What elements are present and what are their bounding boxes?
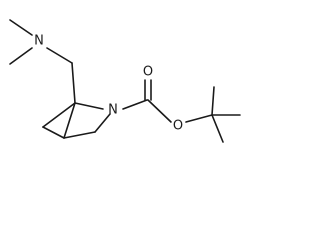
atom-label-carbonyl-o: O xyxy=(143,65,153,80)
bond-bridgehead2-ch2-right xyxy=(63,131,96,139)
atom-label-ester-o: O xyxy=(173,119,183,134)
molecule-structure: N N O O xyxy=(9,19,241,143)
bond-methyl-lower-n xyxy=(9,47,33,65)
bond-ester-o-tbu xyxy=(185,114,213,123)
bond-n-ch2 xyxy=(46,47,73,64)
bond-ch2-bridgehead xyxy=(71,62,76,104)
bond-tbu-methyl-bottom xyxy=(211,114,224,143)
bond-bridgehead-ch2-front xyxy=(63,102,76,139)
bond-tbu-methyl-top xyxy=(211,86,215,116)
bonds xyxy=(9,19,241,143)
bond-methyl-upper-n xyxy=(9,19,33,36)
bond-ring-n-carbonyl xyxy=(122,99,148,110)
atom-label-ring-n: N xyxy=(108,103,118,118)
bond-carbonyl-ester-o xyxy=(147,99,172,123)
atom-labels: N N O O xyxy=(34,34,183,134)
atom-label-amine-n: N xyxy=(34,34,44,49)
bond-ch2-left-bridgehead2 xyxy=(42,126,65,139)
bond-ch2-right-ring-n xyxy=(94,113,111,133)
bond-bridgehead-ring-n xyxy=(74,102,104,110)
bond-bridgehead-ch2-left xyxy=(42,102,76,128)
